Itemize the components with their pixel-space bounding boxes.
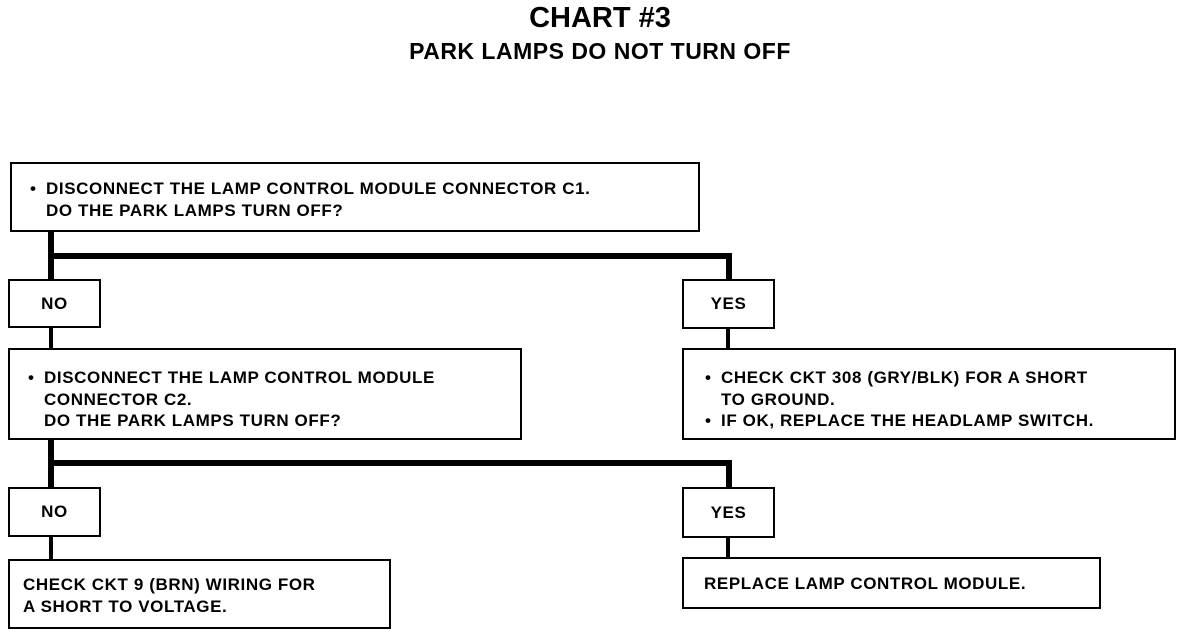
step1-yes-action-box: CHECK CKT 308 (GRY/BLK) FOR A SHORT TO G… [682, 348, 1176, 440]
connector-step1-branch [48, 253, 732, 259]
step1-yes-label: YES [682, 279, 775, 329]
step2-line-2: CONNECTOR C2. [44, 389, 193, 409]
chart-subtitle: PARK LAMPS DO NOT TURN OFF [409, 38, 791, 64]
step2-no-action-box: CHECK CKT 9 (BRN) WIRING FOR A SHORT TO … [8, 559, 391, 629]
connector-yes2-to-action [726, 537, 730, 559]
chart-title: CHART #3 [529, 2, 671, 34]
step2-yes-action-box: REPLACE LAMP CONTROL MODULE. [682, 557, 1101, 609]
step2-no-label: NO [8, 487, 101, 537]
no2-action-line-2: A SHORT TO VOLTAGE. [23, 596, 228, 616]
yes1-action-line-1: CHECK CKT 308 (GRY/BLK) FOR A SHORT [705, 367, 1174, 389]
connector-step1-yes-down [726, 253, 732, 280]
step2-box: DISCONNECT THE LAMP CONTROL MODULE CONNE… [8, 348, 522, 440]
step1-no-label: NO [8, 279, 101, 328]
yes2-action-line-1: REPLACE LAMP CONTROL MODULE. [704, 574, 1027, 593]
connector-step2-branch [48, 460, 732, 466]
yes1-action-line-3: IF OK, REPLACE THE HEADLAMP SWITCH. [705, 410, 1174, 432]
step1-box: DISCONNECT THE LAMP CONTROL MODULE CONNE… [10, 162, 700, 232]
step2-yes-label: YES [682, 487, 775, 538]
connector-no2-to-action [49, 536, 53, 561]
step2-line-1: DISCONNECT THE LAMP CONTROL MODULE [28, 367, 520, 389]
step1-line-1: DISCONNECT THE LAMP CONTROL MODULE CONNE… [30, 178, 698, 200]
yes1-action-line-2: TO GROUND. [721, 389, 836, 409]
connector-yes1-to-action [726, 328, 730, 350]
connector-step2-yes-down [726, 460, 732, 488]
step2-line-3: DO THE PARK LAMPS TURN OFF? [44, 411, 342, 430]
connector-no1-to-step2 [49, 326, 53, 350]
no2-action-line-1: CHECK CKT 9 (BRN) WIRING FOR [23, 575, 316, 594]
step1-line-2: DO THE PARK LAMPS TURN OFF? [46, 200, 344, 220]
